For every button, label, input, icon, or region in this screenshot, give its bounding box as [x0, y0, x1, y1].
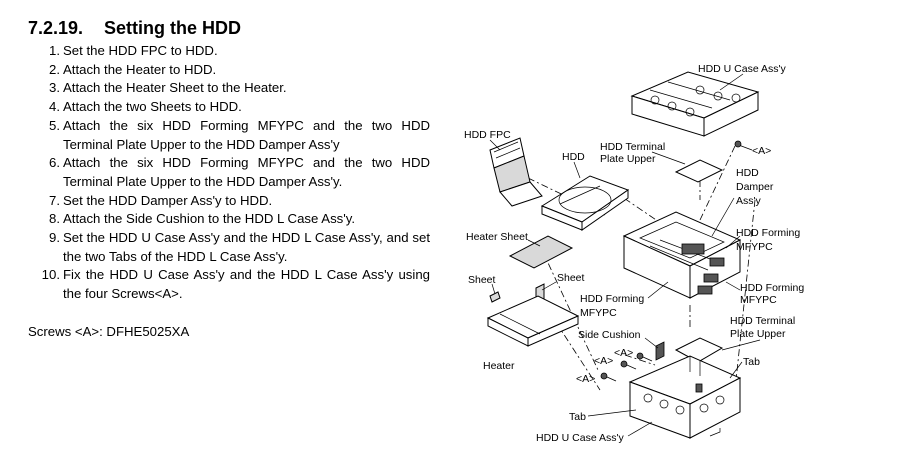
- step-number: 7.: [49, 192, 60, 208]
- label-hdd: HDD: [562, 151, 585, 163]
- step-text: Attach the six HDD Forming MFYPC and the…: [63, 117, 430, 152]
- step-item: 4.Attach the two Sheets to HDD.: [40, 98, 430, 117]
- step-item: 3.Attach the Heater Sheet to the Heater.: [40, 79, 430, 98]
- step-number: 10.: [41, 267, 60, 283]
- step-item: 5.Attach the six HDD Forming MFYPC and t…: [40, 117, 430, 154]
- step-item: 10.Fix the HDD U Case Ass'y and the HDD …: [40, 266, 430, 303]
- leader-lines: [489, 73, 761, 437]
- label-screw-a-3: <A>: [576, 373, 595, 385]
- step-text: Attach the Side Cushion to the HDD L Cas…: [63, 211, 356, 227]
- step-number: 4.: [49, 99, 60, 115]
- step-item: 9.Set the HDD U Case Ass'y and the HDD L…: [40, 229, 430, 266]
- hdd-terminal-plate-upper-1: [674, 159, 724, 183]
- heater: [486, 295, 580, 347]
- label-heater-sheet: Heater Sheet: [466, 231, 528, 243]
- hdd-l-case-bottom: [628, 355, 742, 439]
- screws-a: [600, 352, 653, 382]
- label-side-cushion: Side Cushion: [578, 329, 641, 341]
- diagram-labels: HDD U Case Ass'y <A> HDD FPC HDD HDD Ter…: [464, 63, 804, 444]
- label-sheet-left: Sheet: [468, 274, 496, 286]
- label-hdd-forming-2-line2: MFYPC: [580, 307, 617, 319]
- step-text: Fix the HDD U Case Ass'y and the HDD L C…: [63, 267, 430, 302]
- label-hdd-forming-3-line2: MFYPC: [740, 294, 777, 306]
- section-number: 7.2.19.: [28, 18, 84, 38]
- step-text: Attach the Heater to HDD.: [63, 61, 217, 77]
- step-text: Set the HDD FPC to HDD.: [63, 43, 218, 58]
- heater-sheet: [508, 235, 574, 269]
- screws-note: Screws <A>: DFHE5025XA: [28, 324, 190, 339]
- label-screw-a-top: <A>: [752, 145, 771, 157]
- step-item: 1.Set the HDD FPC to HDD.: [40, 42, 430, 61]
- label-hdd-fpc: HDD FPC: [464, 129, 511, 141]
- label-hdd-forming-2-line1: HDD Forming: [580, 293, 644, 305]
- hdd-damper-assy: [622, 211, 742, 299]
- step-number: 3.: [49, 80, 60, 96]
- label-sheet-right: Sheet: [557, 272, 585, 284]
- label-tab-bottom: Tab: [569, 411, 586, 423]
- label-hdd-u-case-bottom: HDD U Case Ass'y: [536, 432, 625, 444]
- label-hdd-terminal-upper-2-line2: Plate Upper: [730, 328, 786, 340]
- step-item: 7.Set the HDD Damper Ass'y to HDD.: [40, 192, 430, 211]
- label-tab-right: Tab: [743, 356, 760, 368]
- hdd-drive: [540, 175, 630, 231]
- step-text: Attach the six HDD Forming MFYPC and the…: [63, 155, 430, 189]
- label-hdd-damper-line2: Damper: [736, 181, 774, 193]
- section-heading: 7.2.19. Setting the HDD: [28, 18, 241, 39]
- label-heater: Heater: [483, 360, 515, 372]
- label-screw-a-1: <A>: [614, 347, 633, 359]
- label-hdd-damper-line1: HDD: [736, 167, 759, 179]
- step-number: 5.: [49, 117, 60, 133]
- step-number: 9.: [49, 230, 60, 246]
- hdd-fpc: [489, 137, 543, 207]
- label-hdd-terminal-upper-2-line1: HDD Terminal: [730, 315, 795, 327]
- step-item: 6.Attach the six HDD Forming MFYPC and t…: [40, 154, 430, 191]
- step-list: 1.Set the HDD FPC to HDD. 2.Attach the H…: [40, 42, 430, 304]
- step-number: 6.: [49, 155, 60, 171]
- label-hdd-forming-1-line1: HDD Forming: [736, 227, 800, 239]
- step-number: 2.: [49, 61, 60, 77]
- step-text: Set the HDD U Case Ass'y and the HDD L C…: [63, 230, 430, 264]
- step-text: Set the HDD Damper Ass'y to HDD.: [63, 192, 273, 208]
- step-number: 8.: [49, 211, 60, 227]
- step-text: Attach the Heater Sheet to the Heater.: [63, 80, 287, 96]
- section-title: Setting the HDD: [104, 18, 241, 38]
- hdd-u-case-top: [630, 71, 760, 151]
- label-screw-a-2: <A>: [594, 355, 613, 367]
- label-hdd-u-case-top: HDD U Case Ass'y: [698, 63, 787, 75]
- step-number: 1.: [49, 43, 60, 58]
- step-text: Attach the two Sheets to HDD.: [63, 99, 242, 115]
- step-item: 2.Attach the Heater to HDD.: [40, 61, 430, 80]
- label-hdd-terminal-upper-1-line1: HDD Terminal: [600, 141, 665, 153]
- hdd-terminal-plate-upper-2: [674, 337, 724, 363]
- label-hdd-forming-1-line2: MFYPC: [736, 241, 773, 253]
- label-hdd-terminal-upper-1-line2: Plate Upper: [600, 153, 656, 165]
- step-item: 8.Attach the Side Cushion to the HDD L C…: [40, 210, 430, 229]
- side-cushion: [655, 341, 665, 361]
- label-hdd-forming-3-line1: HDD Forming: [740, 282, 804, 294]
- label-hdd-damper-line3: Ass'y: [736, 195, 762, 207]
